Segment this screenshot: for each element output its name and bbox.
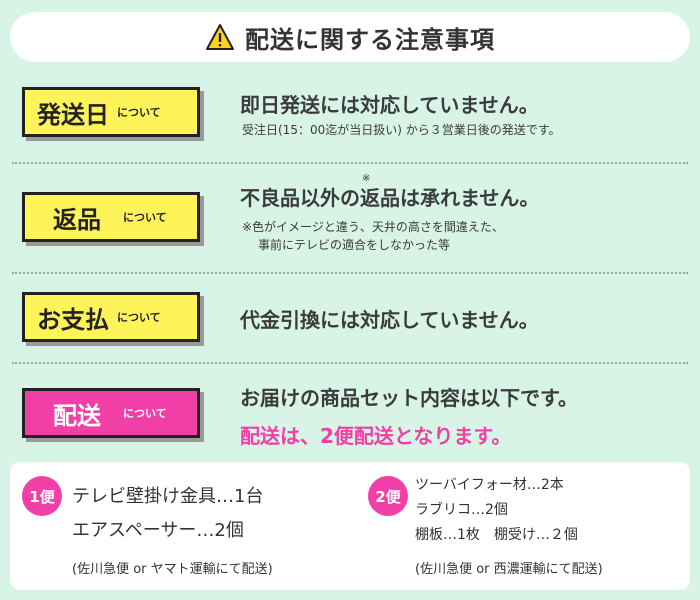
notice-header: 配送に関する注意事項 [10,12,690,62]
delivery-highlight: 配送は、2便配送となります。 [240,424,512,448]
delivery-headline: お届けの商品セット内容は以下です。 [240,386,578,410]
shipment-1-badge: 1便 [22,476,62,516]
badge-main-label: 配送 [53,401,101,430]
badge-small-label: について [123,211,167,224]
returns-note-line1: ※色がイメージと違う、天井の高さを間違えた、 [242,220,504,234]
shipment-2-carrier: (佐川急便 or 西濃運輸にて配送) [415,562,603,577]
divider [12,362,688,364]
shipment-2-line1: ツーバイフォー材…2本 [415,477,564,493]
shipping-date-note: 受注日(15：00迄が当日扱い) から３営業日後の発送です。 [242,123,561,137]
shipment-1-carrier: (佐川急便 or ヤマト運輸にて配送) [72,562,273,577]
badge-small-label: について [117,106,161,119]
footnote-mark: ※ [362,173,371,184]
payment-headline: 代金引換には対応していません。 [240,308,539,332]
returns-headline: 不良品以外の返品は承れません。 [240,186,540,210]
shipment-1-line2: エアスペーサー…2個 [72,520,244,541]
badge-small-label: について [117,311,161,324]
shipment-2-badge: 2便 [368,476,408,516]
shipment-2-line3: 棚板…1枚 棚受け…２個 [415,527,578,543]
badge-returns: 返品 について [22,192,200,242]
badge-main-label: お支払 [37,305,109,334]
page-title: 配送に関する注意事項 [245,25,495,54]
badge-main-label: 返品 [53,205,101,234]
shipments-panel: 1便 テレビ壁掛け金具…1台 エアスペーサー…2個 (佐川急便 or ヤマト運輸… [10,462,690,590]
shipping-date-headline: 即日発送には対応していません。 [240,93,539,117]
returns-note-line2: 事前にテレビの適合をしなかった等 [258,238,451,252]
shipment-2-line2: ラブリコ…2個 [415,502,508,518]
warning-icon [206,24,234,50]
badge-delivery: 配送 について [22,388,200,438]
divider [12,272,688,274]
badge-small-label: について [123,407,167,420]
badge-main-label: 発送日 [37,100,109,129]
badge-payment: お支払 について [22,292,200,342]
badge-shipping-date: 発送日 について [22,87,200,137]
divider [12,162,688,164]
shipment-1-line1: テレビ壁掛け金具…1台 [72,486,264,507]
